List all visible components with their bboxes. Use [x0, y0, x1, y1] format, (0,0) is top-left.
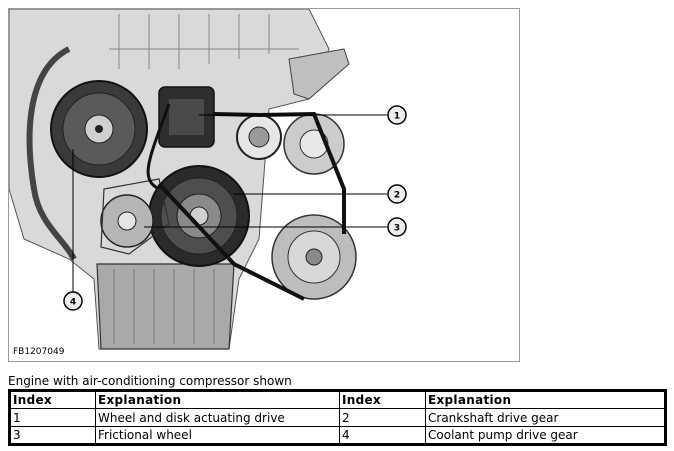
callout-3: 3 [387, 217, 407, 237]
table-cell: 4 [339, 426, 426, 445]
svg-text:4: 4 [70, 298, 76, 308]
svg-text:2: 2 [394, 191, 400, 201]
header-index-2: Index [339, 390, 426, 409]
table-cell: Wheel and disk actuating drive [95, 408, 340, 427]
figure-caption: Engine with air-conditioning compressor … [8, 374, 292, 388]
callout-1: 1 [387, 105, 407, 125]
callout-4: 4 [63, 291, 83, 311]
svg-text:1: 1 [394, 112, 400, 122]
header-explanation-2: Explanation [425, 390, 666, 409]
table-cell: 2 [339, 408, 426, 427]
engine-figure: 1 2 3 4 FB1207049 [8, 8, 520, 362]
table-row: 3 Frictional wheel 4 Coolant pump drive … [9, 426, 666, 445]
header-explanation-1: Explanation [95, 390, 340, 409]
table-row: 1 Wheel and disk actuating drive 2 Crank… [9, 408, 666, 427]
table-cell: Crankshaft drive gear [425, 408, 666, 427]
header-index-1: Index [9, 390, 96, 409]
table-cell: 3 [9, 426, 96, 445]
engine-illustration: 1 2 3 4 [9, 9, 519, 361]
table-cell: Frictional wheel [95, 426, 340, 445]
callout-2: 2 [387, 184, 407, 204]
table-header-row: Index Explanation Index Explanation [9, 390, 666, 409]
figure-code: FB1207049 [13, 347, 65, 357]
svg-text:3: 3 [394, 224, 400, 234]
table-cell: 1 [9, 408, 96, 427]
table-cell: Coolant pump drive gear [425, 426, 666, 445]
legend-table: Index Explanation Index Explanation 1 Wh… [8, 389, 667, 446]
